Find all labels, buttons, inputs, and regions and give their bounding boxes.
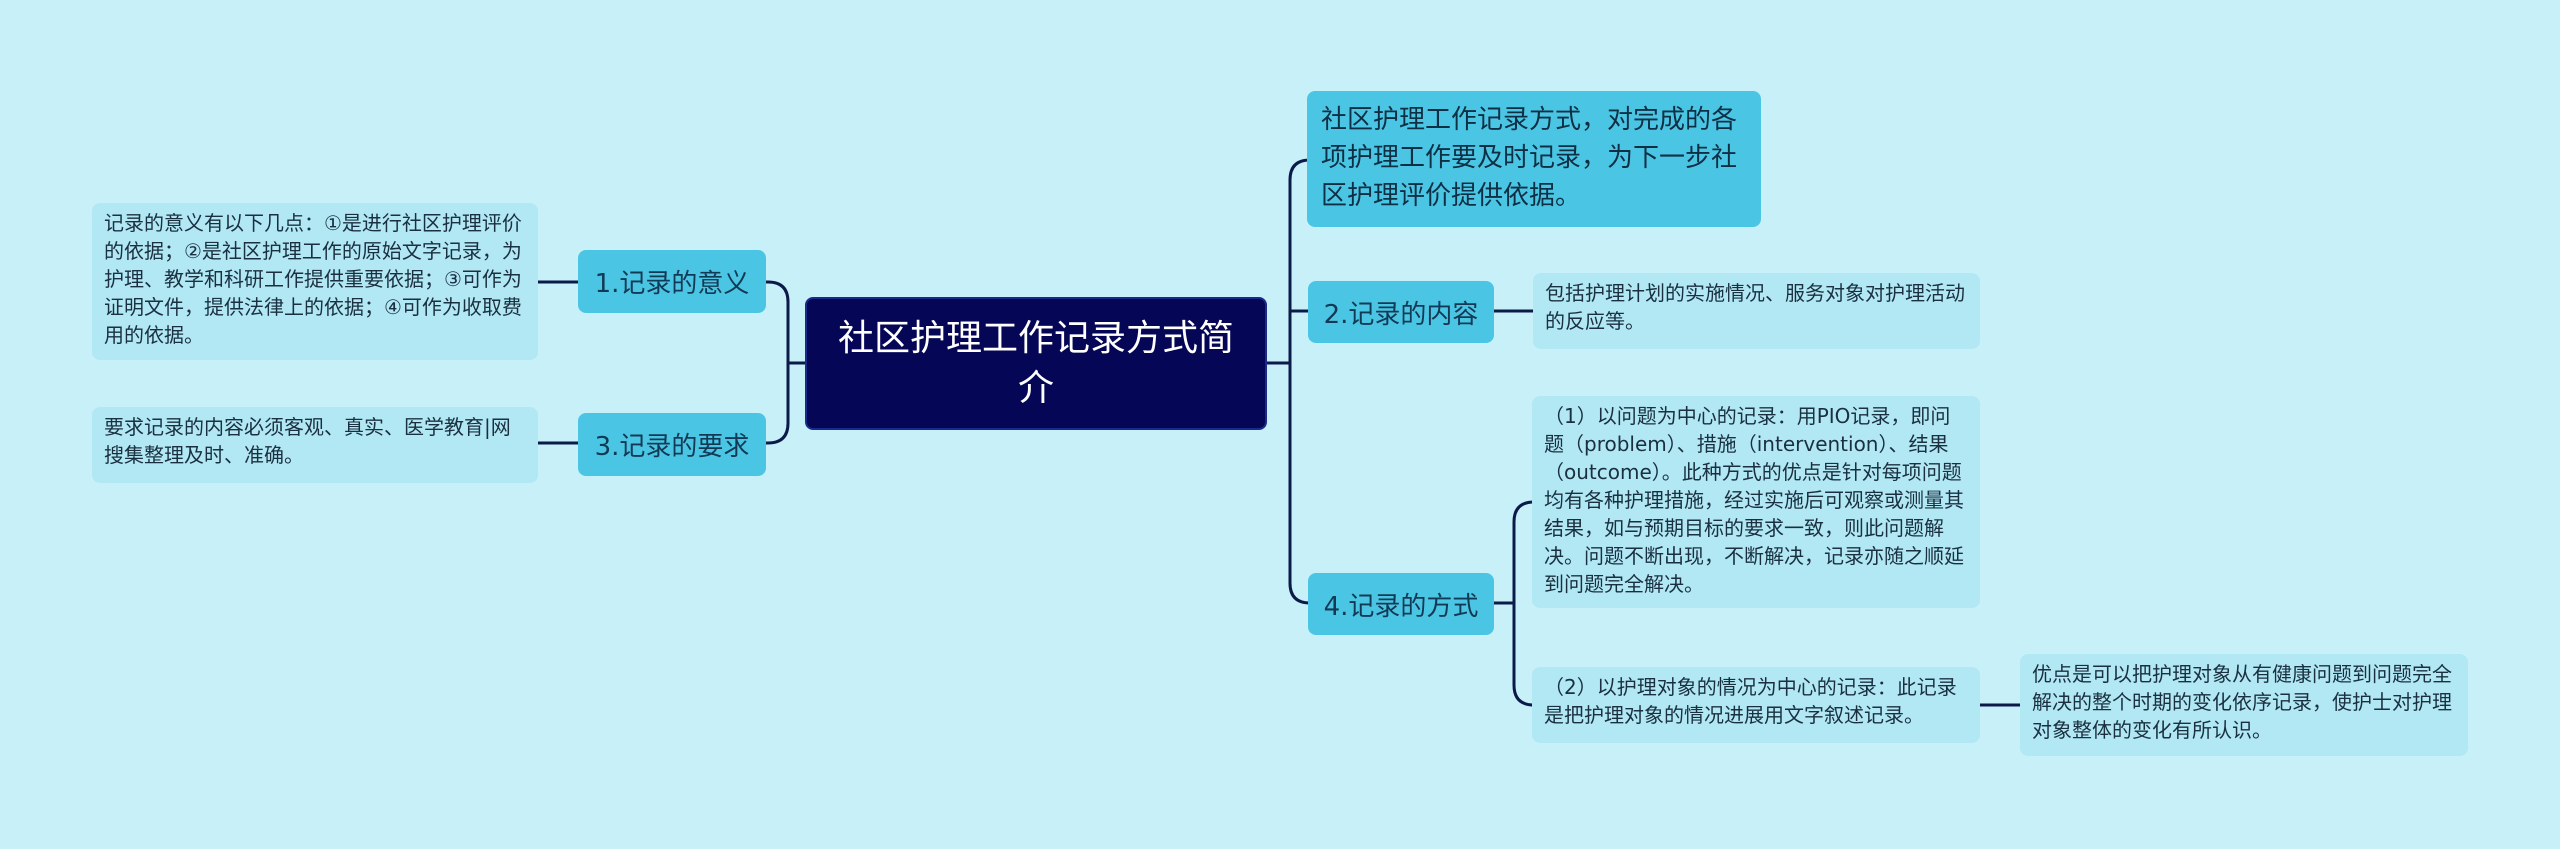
root-topic[interactable]: 社区护理工作记录方式简介 bbox=[805, 297, 1267, 430]
branch-requirement[interactable]: 3.记录的要求 bbox=[578, 413, 766, 476]
meaning-detail[interactable]: 记录的意义有以下几点：①是进行社区护理评价的依据；②是社区护理工作的原始文字记录… bbox=[92, 203, 538, 360]
branch-content[interactable]: 2.记录的内容 bbox=[1308, 281, 1494, 343]
branch-method-label: 4.记录的方式 bbox=[1323, 591, 1479, 622]
content-detail[interactable]: 包括护理计划的实施情况、服务对象对护理活动的反应等。 bbox=[1533, 273, 1980, 349]
method-narrative-note[interactable]: 优点是可以把护理对象从有健康问题到问题完全解决的整个时期的变化依序记录，使护士对… bbox=[2020, 654, 2468, 756]
content-detail-text: 包括护理计划的实施情况、服务对象对护理活动的反应等。 bbox=[1545, 281, 1965, 333]
method-narrative-detail[interactable]: （2）以护理对象的情况为中心的记录：此记录是把护理对象的情况进展用文字叙述记录。 bbox=[1532, 667, 1980, 743]
meaning-detail-text: 记录的意义有以下几点：①是进行社区护理评价的依据；②是社区护理工作的原始文字记录… bbox=[104, 211, 522, 347]
method-pio-text: （1）以问题为中心的记录：用PIO记录，即问题（problem）、措施（inte… bbox=[1544, 404, 1964, 596]
connector-to-method bbox=[1288, 363, 1311, 605]
branch-content-label: 2.记录的内容 bbox=[1323, 299, 1479, 330]
connector-method-narrative bbox=[1512, 603, 1535, 707]
requirement-detail-text: 要求记录的内容必须客观、真实、医学教育|网搜集整理及时、准确。 bbox=[104, 415, 511, 467]
branch-meaning[interactable]: 1.记录的意义 bbox=[578, 250, 766, 313]
requirement-detail[interactable]: 要求记录的内容必须客观、真实、医学教育|网搜集整理及时、准确。 bbox=[92, 407, 538, 483]
branch-method[interactable]: 4.记录的方式 bbox=[1308, 573, 1494, 635]
method-pio-detail[interactable]: （1）以问题为中心的记录：用PIO记录，即问题（problem）、措施（inte… bbox=[1532, 396, 1980, 608]
intro-text: 社区护理工作记录方式，对完成的各项护理工作要及时记录，为下一步社区护理评价提供依… bbox=[1321, 105, 1738, 211]
connector-method-pio bbox=[1512, 500, 1535, 603]
connector-to-meaning bbox=[766, 280, 790, 363]
intro-node[interactable]: 社区护理工作记录方式，对完成的各项护理工作要及时记录，为下一步社区护理评价提供依… bbox=[1307, 91, 1761, 227]
method-narrative-text: （2）以护理对象的情况为中心的记录：此记录是把护理对象的情况进展用文字叙述记录。 bbox=[1544, 675, 1957, 727]
connector-to-requirement bbox=[766, 363, 790, 445]
connector-to-content bbox=[1288, 309, 1308, 313]
method-narrative-note-text: 优点是可以把护理对象从有健康问题到问题完全解决的整个时期的变化依序记录，使护士对… bbox=[2032, 662, 2452, 742]
branch-requirement-label: 3.记录的要求 bbox=[594, 432, 750, 462]
root-title: 社区护理工作记录方式简介 bbox=[837, 317, 1234, 409]
branch-meaning-label: 1.记录的意义 bbox=[594, 269, 750, 299]
